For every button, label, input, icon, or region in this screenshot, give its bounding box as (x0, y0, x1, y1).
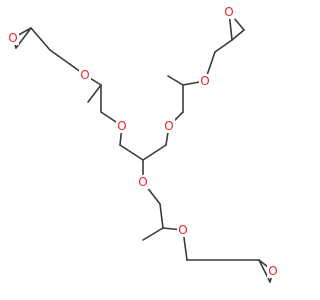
bond-methyl-2 (167, 75, 184, 86)
atom-o-ether-center: O (137, 175, 149, 189)
atom-o-epoxide-top-right: O (223, 5, 235, 19)
epoxide-ring-bond-4 (231, 29, 245, 41)
bond-epoxide-ch2-1 (30, 27, 51, 51)
atom-o-ether-mid-left: O (116, 119, 128, 133)
atom-o-ether-mid-right-label: O (164, 119, 173, 133)
atom-o-epoxide-top-left: O (7, 31, 19, 45)
atom-layer: O O O O O O O (7, 5, 279, 278)
structure-svg: O O O O O O O (7, 5, 279, 283)
bond-layer (12, 11, 274, 283)
atom-o-epoxide-bottom-right: O (267, 264, 279, 278)
atom-o-ether-top-right: O (199, 74, 211, 88)
epoxide-ring-bond-7 (258, 259, 271, 283)
bond-methyl-1 (87, 84, 102, 103)
atom-o-ether-bottom-right-label: O (178, 223, 187, 237)
molecule-diagram: O O O O O O O (7, 5, 279, 283)
bond-ch2-ch-bottom (159, 203, 164, 229)
atom-o-ether-mid-right: O (163, 119, 175, 133)
atom-o-ether-bottom-right: O (177, 223, 189, 237)
bond-ch2-ch-center-left (119, 144, 144, 161)
atom-o-ether-top-left-label: O (80, 68, 89, 82)
atom-o-ether-center-label: O (138, 175, 147, 189)
atom-o-epoxide-top-left-label: O (8, 31, 17, 45)
bond-ch2-epoxide-2 (214, 39, 233, 53)
atom-o-ether-top-left: O (79, 68, 91, 82)
atom-o-epoxide-top-right-label: O (224, 5, 233, 19)
atom-o-ether-top-right-label: O (200, 74, 209, 88)
bond-methyl-3 (142, 227, 164, 241)
atom-o-epoxide-bottom-right-label: O (268, 264, 277, 278)
bond-ch-ch2-center-right (142, 144, 167, 161)
atom-o-ether-mid-left-label: O (117, 119, 126, 133)
